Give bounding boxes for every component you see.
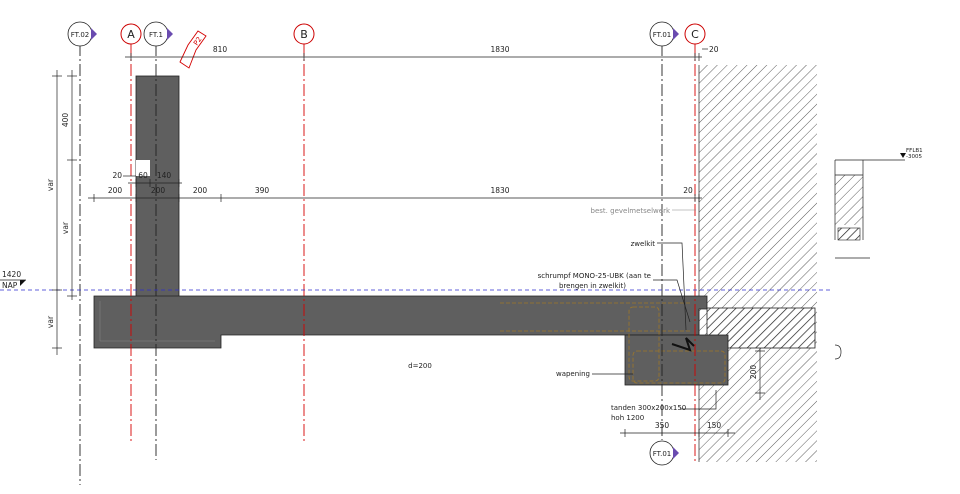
- reinforcement: [500, 302, 726, 384]
- floor-slab: [93, 295, 708, 349]
- grid-bubble-c: C: [684, 23, 706, 45]
- grid-bubble-b: B: [293, 23, 315, 45]
- ft-marker-ft1: FT.1: [143, 21, 173, 47]
- svg-text:390: 390: [255, 186, 270, 195]
- dimension-bottom: 350 150 200: [620, 348, 765, 437]
- level-marker-icon: [20, 280, 26, 286]
- svg-text:FT.01: FT.01: [653, 450, 671, 458]
- existing-brick-wall: [699, 65, 817, 462]
- svg-text:20: 20: [683, 186, 693, 195]
- svg-text:A: A: [127, 28, 135, 41]
- grid-bubble-a: A: [120, 23, 142, 45]
- ft-marker-ft02: FT.02: [67, 21, 97, 47]
- svg-text:140: 140: [157, 171, 172, 180]
- level-value: 1420: [2, 270, 21, 279]
- label-zwelkit: zwelkit: [631, 240, 656, 248]
- detail-value: -3005: [906, 154, 922, 160]
- dimension-left: 400 var var var: [46, 70, 77, 355]
- level-label: NAP: [2, 281, 18, 290]
- section-arrow-p2: P2: [179, 30, 207, 69]
- svg-text:FT.01: FT.01: [653, 31, 671, 39]
- svg-text:20: 20: [112, 171, 122, 180]
- svg-text:C: C: [691, 28, 699, 41]
- label-tanden-line2: hoh 1200: [611, 414, 644, 422]
- ft-marker-ft01-bottom: FT.01: [649, 440, 679, 466]
- svg-text:1830: 1830: [490, 45, 509, 54]
- dimension-top: 810 1830 20: [125, 45, 719, 61]
- side-detail: FFLB1 -3005: [834, 148, 923, 360]
- svg-text:200: 200: [193, 186, 208, 195]
- svg-text:200: 200: [108, 186, 123, 195]
- detail-code: FFLB1: [906, 148, 923, 154]
- svg-text:350: 350: [655, 421, 670, 430]
- ft-marker-ft01-top: FT.01: [649, 21, 679, 47]
- svg-text:810: 810: [213, 45, 228, 54]
- svg-text:FT.1: FT.1: [149, 31, 163, 39]
- label-d200: d=200: [408, 362, 432, 370]
- svg-text:var: var: [46, 178, 55, 191]
- zwelkit-profile: [671, 337, 695, 352]
- svg-text:1830: 1830: [490, 186, 509, 195]
- label-schrumpf-line1: schrumpf MONO-25-UBK (aan te: [538, 272, 651, 280]
- svg-text:200: 200: [749, 365, 758, 380]
- svg-text:200: 200: [151, 186, 166, 195]
- svg-text:B: B: [300, 28, 308, 41]
- svg-text:var: var: [61, 221, 70, 234]
- svg-text:400: 400: [61, 113, 70, 128]
- svg-text:var: var: [46, 315, 55, 328]
- label-wapening: wapening: [556, 370, 590, 378]
- label-tanden-line1: tanden 300x200x150: [611, 404, 686, 412]
- slab-tooth: [624, 334, 729, 386]
- label-gevelmetselwerk: best. gevelmetselwerk: [591, 207, 671, 215]
- svg-text:20: 20: [709, 45, 719, 54]
- svg-text:150: 150: [707, 421, 722, 430]
- svg-text:P2: P2: [192, 35, 204, 47]
- svg-text:FT.02: FT.02: [71, 31, 89, 39]
- dimension-mid: 200 200 200 390 1830 20 20 60 140: [88, 171, 702, 202]
- label-schrumpf-line2: brengen in zwelkit): [559, 282, 626, 290]
- svg-text:60: 60: [138, 171, 148, 180]
